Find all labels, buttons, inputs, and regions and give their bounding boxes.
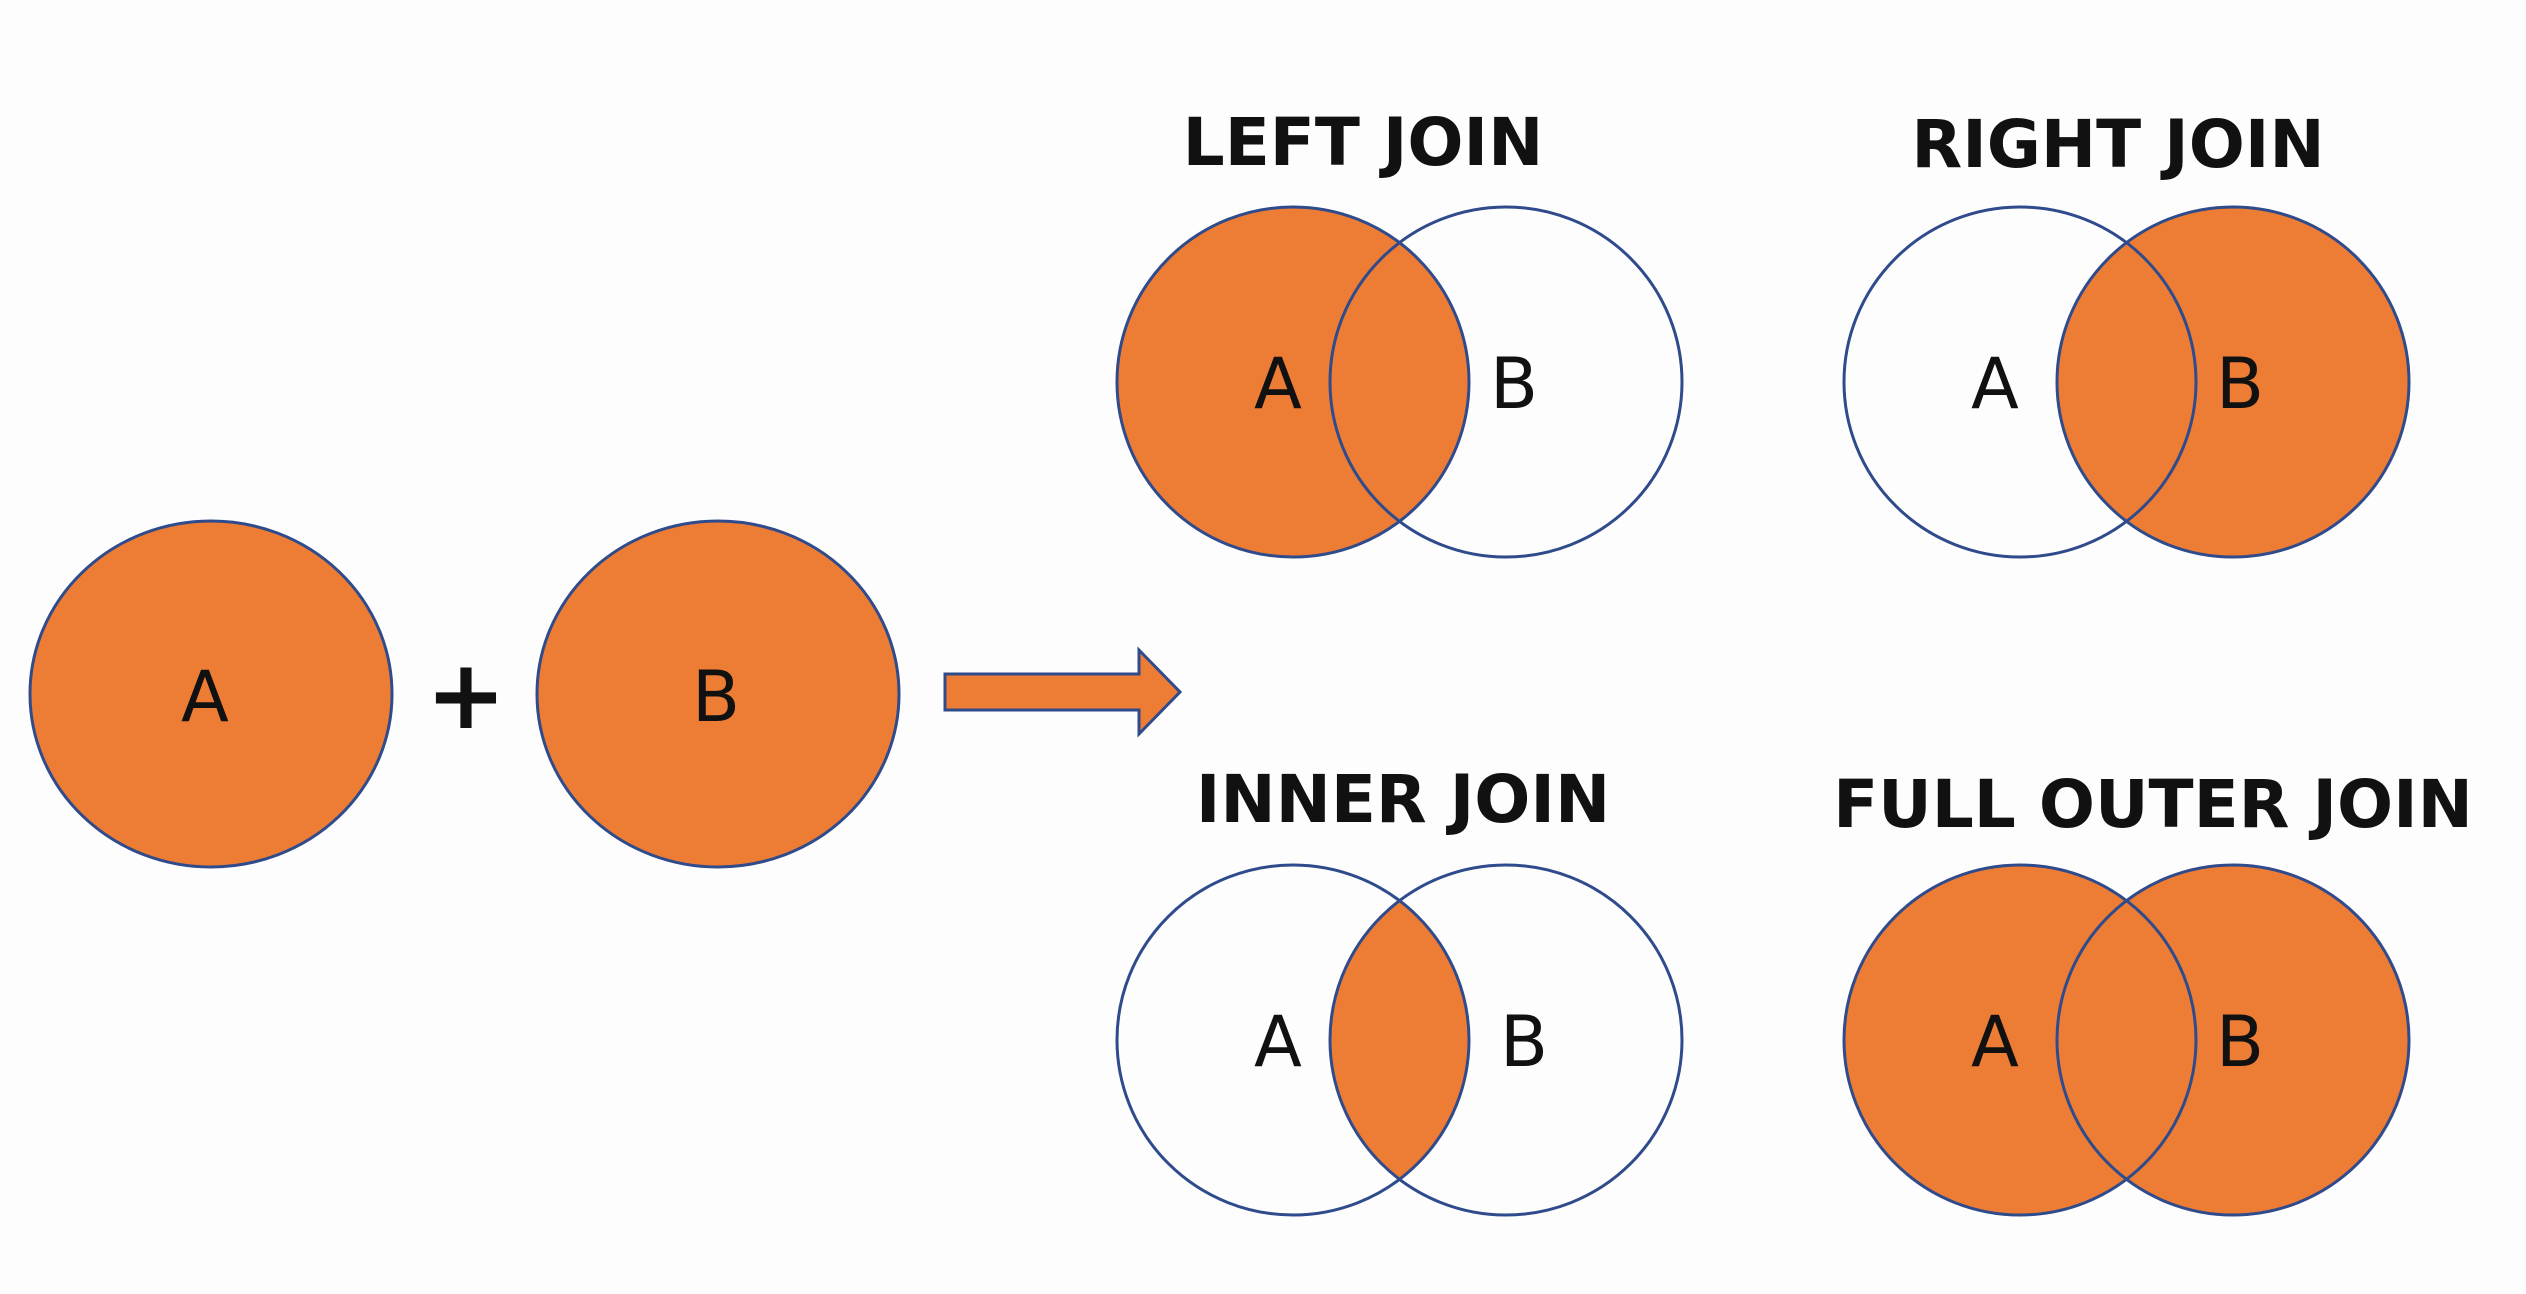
input-set-b: B [535,519,901,869]
set-b-circle [535,519,901,869]
full-outer-join-diagram: FULL OUTER JOIN A B [1833,766,2473,1217]
left-join-label-b: B [1490,343,1538,425]
full-outer-join-circle-b [2057,865,2409,1215]
set-a-label: A [181,656,229,738]
right-join-diagram: RIGHT JOIN A B [1842,106,2411,559]
left-join-title: LEFT JOIN [1183,104,1544,181]
inner-join-label-b: B [1500,1001,1548,1083]
inner-join-diagram: INNER JOIN A B [1115,761,1684,1217]
arrow-icon [943,646,1183,738]
right-join-label-b: B [2216,343,2264,425]
full-outer-join-label-b: B [2216,1001,2264,1083]
set-a-circle [28,519,394,869]
inner-join-overlap [1330,865,1469,1215]
inner-join-title: INNER JOIN [1196,761,1610,838]
full-outer-join-label-a: A [1971,1001,2019,1083]
right-join-circle-b [2057,207,2409,557]
left-join-label-a: A [1254,343,1302,425]
left-join-diagram: LEFT JOIN A B [1115,104,1684,559]
full-outer-join-title: FULL OUTER JOIN [1833,766,2473,843]
input-set-a: A [28,519,394,869]
plus-operator: + [426,639,506,751]
set-b-label: B [692,656,740,738]
right-join-label-a: A [1971,343,2019,425]
left-join-overlap [1330,207,1469,557]
right-join-title: RIGHT JOIN [1911,106,2324,183]
inner-join-label-a: A [1254,1001,1302,1083]
